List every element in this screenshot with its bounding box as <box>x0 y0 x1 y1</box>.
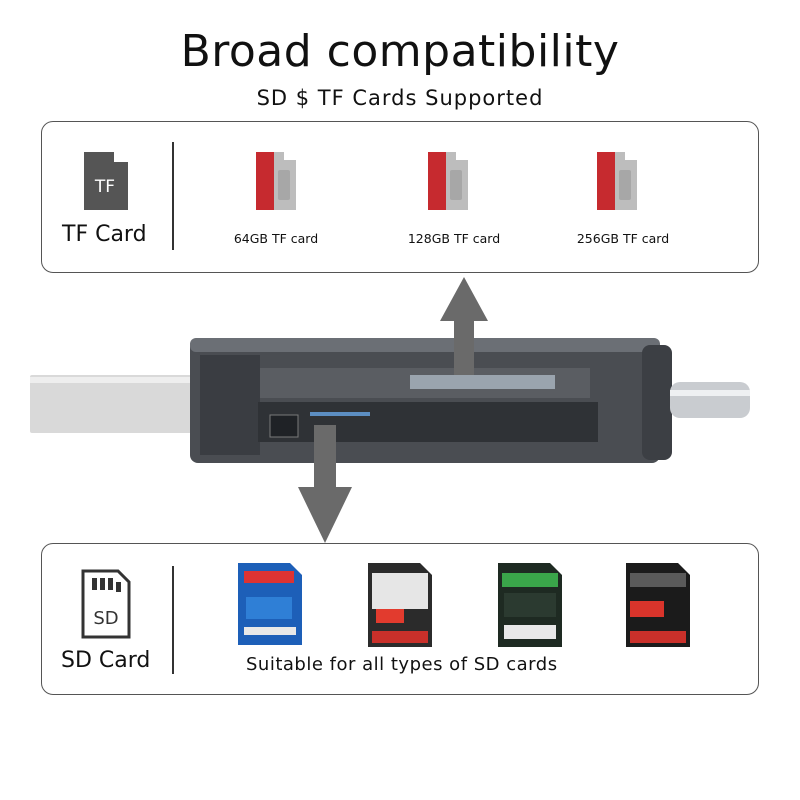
tf-card-128gb-caption: 128GB TF card <box>407 231 501 246</box>
tf-card-icon: TF <box>84 152 128 214</box>
tf-card-64gb-image <box>256 152 296 214</box>
sd-card-icon: SD <box>80 568 132 644</box>
tf-card-panel <box>41 121 759 273</box>
sd-icon-text: SD <box>93 608 118 629</box>
sd-card-black-image <box>626 563 690 651</box>
sd-card-caption: Suitable for all types of SD cards <box>246 654 558 675</box>
tf-panel-divider <box>172 142 174 250</box>
page-subtitle: SD $ TF Cards Supported <box>256 86 544 110</box>
page-title: Broad compatibility <box>180 26 620 77</box>
tf-icon-text: TF <box>94 177 115 197</box>
arrow-down-icon <box>298 425 352 547</box>
tf-card-label: TF Card <box>62 222 147 247</box>
tf-card-64gb-caption: 64GB TF card <box>233 231 319 246</box>
sd-card-blue-image <box>238 563 302 649</box>
sd-card-green-image <box>498 563 562 651</box>
arrow-up-icon <box>440 277 488 379</box>
sd-card-white-image <box>368 563 432 651</box>
tf-card-256gb-caption: 256GB TF card <box>576 231 670 246</box>
card-reader-device <box>30 330 760 474</box>
sd-card-label: SD Card <box>61 648 151 673</box>
tf-card-128gb-image <box>428 152 468 214</box>
tf-card-256gb-image <box>597 152 637 214</box>
sd-panel-divider <box>172 566 174 674</box>
